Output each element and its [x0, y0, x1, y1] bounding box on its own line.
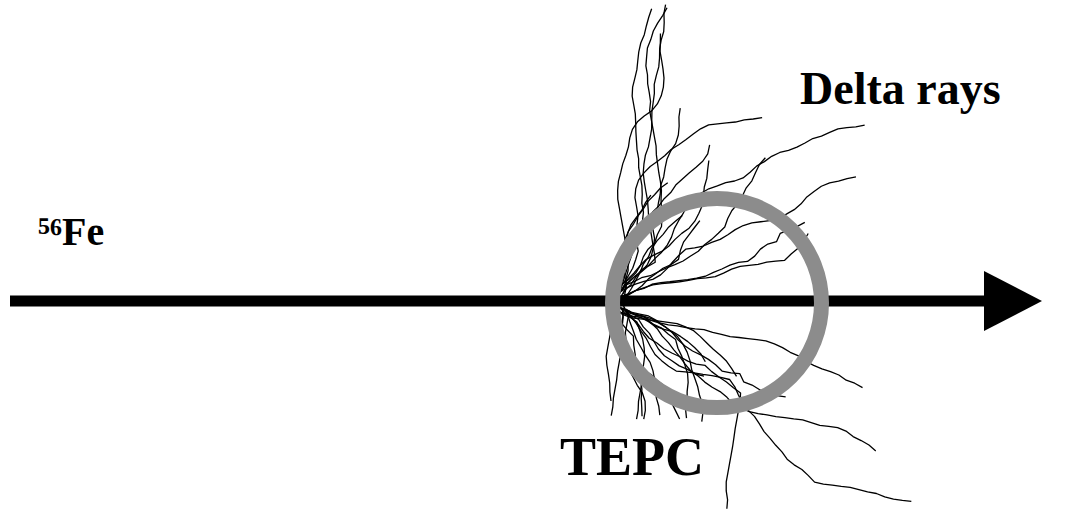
ion-track: [10, 296, 992, 307]
detector-wall: [613, 199, 822, 408]
ray-label: Delta rays: [800, 66, 1001, 112]
detector-label: TEPC: [560, 430, 704, 484]
arrow-head: [984, 271, 1042, 331]
detector-node: TEPC: [555, 185, 840, 505]
delta-ray: [619, 161, 709, 296]
ion-label: ⁵⁶Fe: [38, 212, 104, 252]
